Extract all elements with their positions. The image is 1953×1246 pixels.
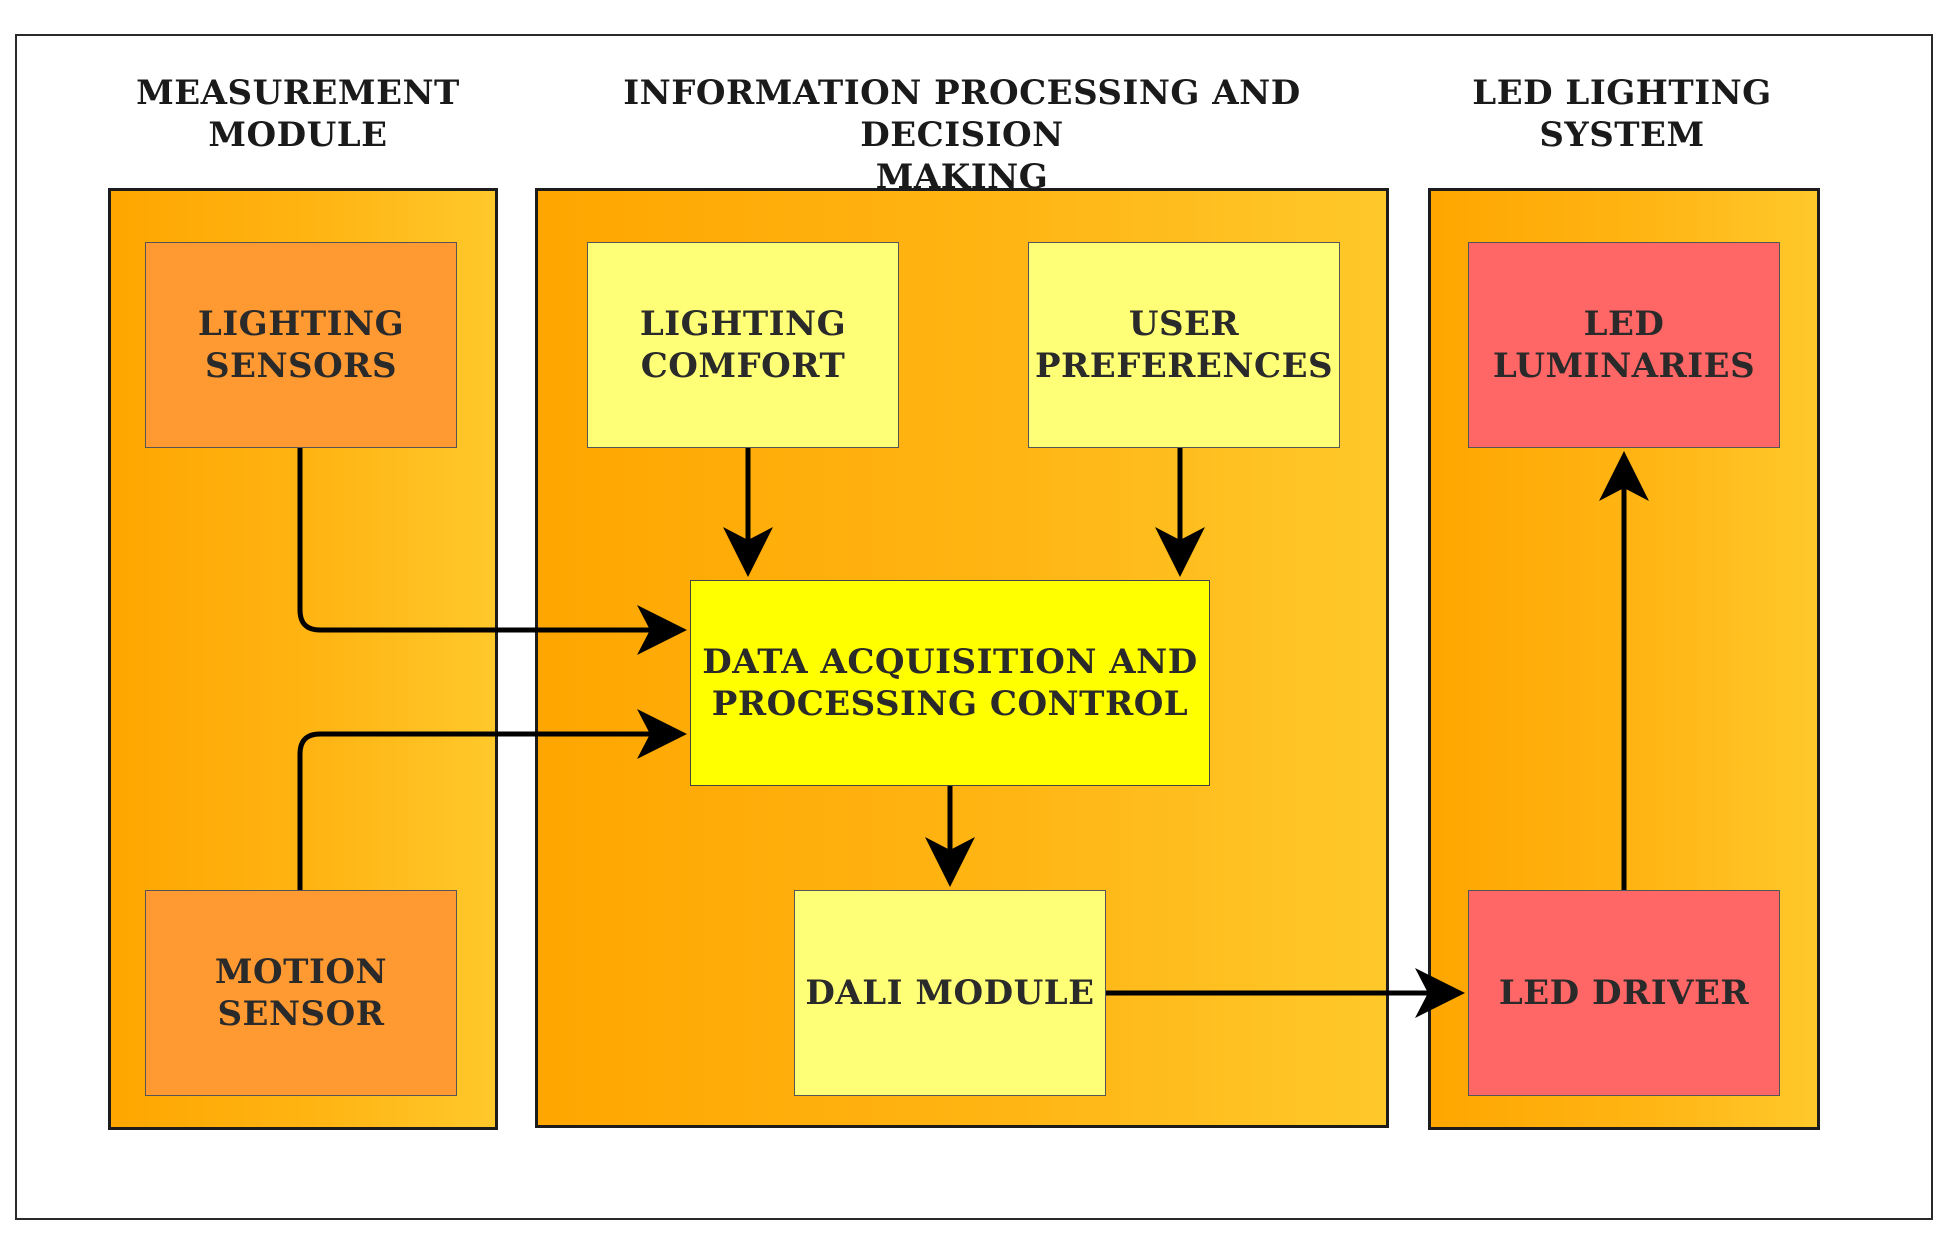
node-label: LED xyxy=(1583,304,1665,344)
section-title-led-system: LED LIGHTING SYSTEM xyxy=(1428,72,1816,156)
node-label: LIGHTING xyxy=(197,304,405,344)
node-label: SENSORS xyxy=(204,346,397,386)
node-data-acquisition: DATA ACQUISITION AND PROCESSING CONTROL xyxy=(690,580,1210,786)
node-label: SENSOR xyxy=(217,994,385,1034)
node-label: LUMINARIES xyxy=(1492,346,1756,386)
node-label: LIGHTING xyxy=(639,304,847,344)
node-motion-sensor: MOTION SENSOR xyxy=(145,890,457,1096)
node-label: DALI MODULE xyxy=(805,973,1095,1013)
node-label: DATA ACQUISITION AND xyxy=(702,642,1198,682)
node-label: LED DRIVER xyxy=(1498,973,1750,1013)
title-line: LED LIGHTING xyxy=(1472,73,1772,113)
title-line: MODULE xyxy=(208,115,388,155)
node-label: MOTION xyxy=(214,952,388,992)
node-label: PROCESSING CONTROL xyxy=(711,684,1189,724)
node-lighting-sensors: LIGHTING SENSORS xyxy=(145,242,457,448)
title-line: SYSTEM xyxy=(1539,115,1705,155)
node-led-driver: LED DRIVER xyxy=(1468,890,1780,1096)
node-user-preferences: USER PREFERENCES xyxy=(1028,242,1340,448)
node-label: PREFERENCES xyxy=(1034,346,1334,386)
section-title-measurement: MEASUREMENT MODULE xyxy=(108,72,488,156)
section-title-processing: INFORMATION PROCESSING AND DECISION MAKI… xyxy=(538,72,1386,198)
node-dali-module: DALI MODULE xyxy=(794,890,1106,1096)
title-line: INFORMATION PROCESSING AND DECISION xyxy=(623,73,1301,155)
node-label: COMFORT xyxy=(640,346,846,386)
title-line: MEASUREMENT xyxy=(136,73,460,113)
node-lighting-comfort: LIGHTING COMFORT xyxy=(587,242,899,448)
node-label: USER xyxy=(1128,304,1240,344)
node-led-luminaries: LED LUMINARIES xyxy=(1468,242,1780,448)
